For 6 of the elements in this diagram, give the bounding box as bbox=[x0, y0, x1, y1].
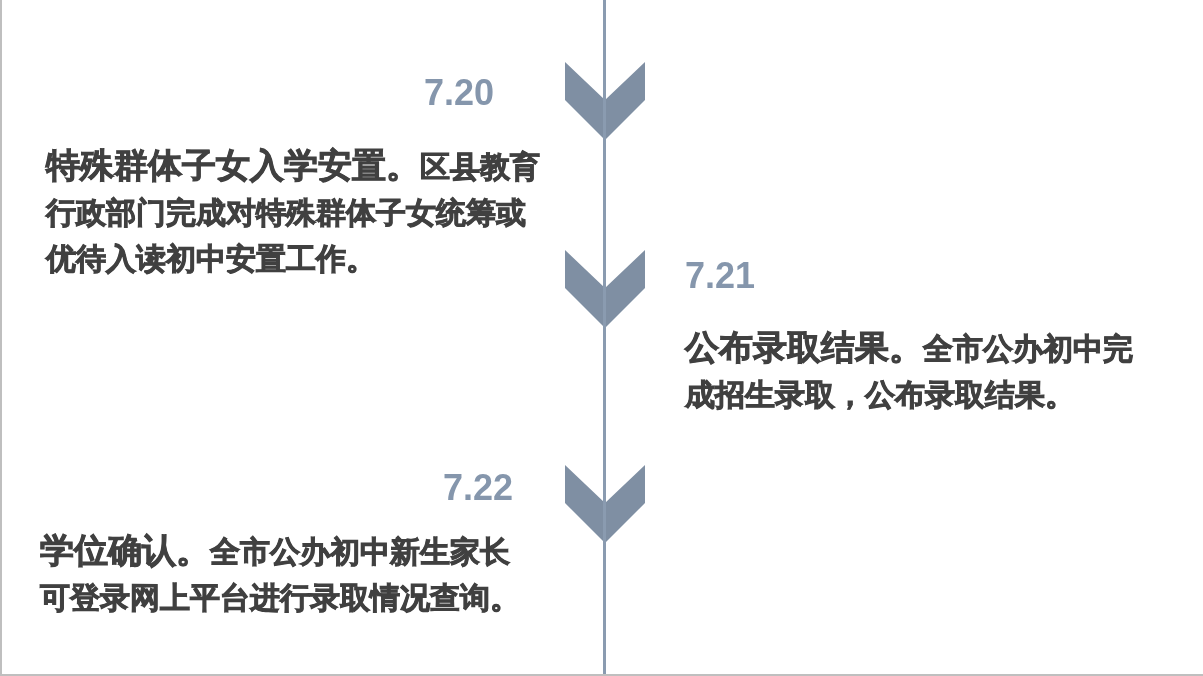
event-description: 学位确认。全市公办初中新生家长可登录网上平台进行录取情况查询。 bbox=[40, 529, 521, 617]
date-label: 7.20 bbox=[423, 73, 494, 113]
event-description: 特殊群体子女入学安置。区县教育行政部门完成对特殊群体子女统筹或优待入读初中安置工作。 bbox=[46, 144, 541, 278]
date-label: 7.21 bbox=[685, 256, 756, 296]
event-description: 公布录取结果。全市公办初中完成招生录取，公布录取结果。 bbox=[685, 326, 1134, 414]
date-label: 7.22 bbox=[442, 468, 513, 508]
